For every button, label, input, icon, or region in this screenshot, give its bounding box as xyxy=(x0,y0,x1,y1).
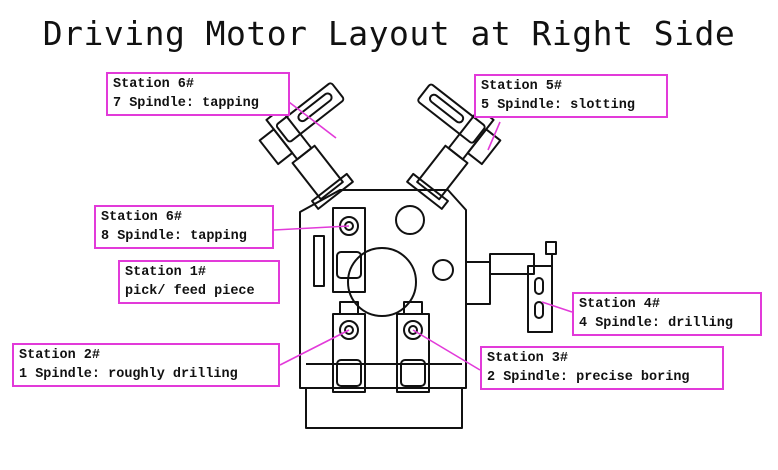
central-hole xyxy=(347,247,417,317)
callout-station1: Station 1# pick/ feed piece xyxy=(118,260,280,304)
callout-station-label: Station 6# xyxy=(101,210,183,225)
callout-station2: Station 2# 1 Spindle: roughly drilling xyxy=(12,343,280,387)
leader-station4 xyxy=(541,301,573,313)
callout-station-label: Station 2# xyxy=(19,348,101,363)
callout-station6-8spindle: Station 6# 8 Spindle: tapping xyxy=(94,205,274,249)
spindle-2 xyxy=(396,301,430,393)
callout-station-label: Station 4# xyxy=(579,297,661,312)
callout-station5: Station 5# 5 Spindle: slotting xyxy=(474,74,668,118)
diagram-title: Driving Motor Layout at Right Side xyxy=(42,14,736,53)
callout-spindle-label: 1 Spindle: roughly drilling xyxy=(19,367,238,382)
leader-station3 xyxy=(412,329,481,371)
callout-station-label: Station 6# xyxy=(113,77,195,92)
callout-station4: Station 4# 4 Spindle: drilling xyxy=(572,292,762,336)
callout-station-label: Station 3# xyxy=(487,351,569,366)
leader-station6-top xyxy=(284,98,337,139)
callout-spindle-label: 5 Spindle: slotting xyxy=(481,98,635,113)
spindle-1 xyxy=(332,301,366,393)
callout-station-label: Station 5# xyxy=(481,79,563,94)
callout-station3: Station 3# 2 Spindle: precise boring xyxy=(480,346,724,390)
callout-spindle-label: 7 Spindle: tapping xyxy=(113,96,259,111)
leader-station5 xyxy=(487,121,501,151)
machine-base xyxy=(305,388,463,429)
machine-housing xyxy=(299,189,467,389)
motor-side xyxy=(465,241,557,333)
callout-spindle-label: 2 Spindle: precise boring xyxy=(487,370,690,385)
motor-right xyxy=(406,83,502,210)
callout-station6-7spindle: Station 6# 7 Spindle: tapping xyxy=(106,72,290,116)
callout-spindle-label: 4 Spindle: drilling xyxy=(579,316,733,331)
callout-spindle-label: 8 Spindle: tapping xyxy=(101,229,247,244)
leader-station2 xyxy=(279,329,350,366)
callout-spindle-label: pick/ feed piece xyxy=(125,284,255,299)
callout-station-label: Station 1# xyxy=(125,265,207,280)
leader-station6-mid xyxy=(273,225,350,231)
